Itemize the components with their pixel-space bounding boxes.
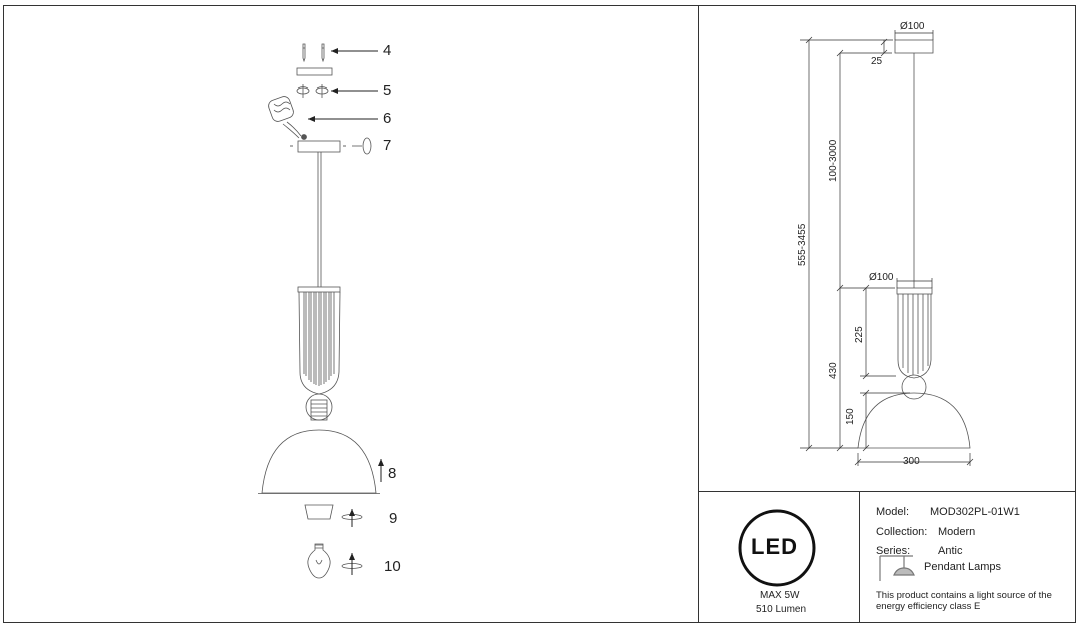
series-label: Series: bbox=[876, 545, 911, 557]
canopy-diameter-label: Ø100 bbox=[900, 21, 925, 32]
dim-shade bbox=[857, 392, 971, 449]
sheet-frame bbox=[3, 5, 1076, 623]
glass-diameter-label: Ø100 bbox=[869, 272, 894, 283]
canopy bbox=[290, 137, 372, 155]
filament-bulb bbox=[307, 543, 363, 579]
glass-height-label: 225 bbox=[854, 326, 865, 343]
callout-5: 5 bbox=[383, 82, 392, 99]
shade-height-label: 150 bbox=[845, 408, 856, 425]
exploded-assembly-drawing bbox=[258, 43, 380, 579]
series-value: Antic bbox=[938, 545, 963, 557]
mounting-screws bbox=[302, 43, 325, 63]
pendant-lamp-icon bbox=[879, 555, 915, 581]
body-height-label: 430 bbox=[828, 362, 839, 379]
canopy-height-label: 25 bbox=[871, 56, 883, 67]
energy-note-line-1: This product contains a light source of … bbox=[876, 590, 1052, 601]
led-logo-text: LED bbox=[751, 534, 798, 559]
collection-value: Modern bbox=[938, 526, 976, 538]
max-power: MAX 5W bbox=[760, 590, 800, 601]
lamp-type-value: Pendant Lamps bbox=[924, 561, 1002, 573]
dome-shade bbox=[258, 429, 380, 494]
model-value: MOD302PL-01W1 bbox=[930, 506, 1020, 518]
mounting-bracket bbox=[296, 67, 333, 98]
callout-leaders bbox=[308, 48, 384, 575]
callout-7: 7 bbox=[383, 137, 392, 154]
dim-canopy bbox=[894, 39, 934, 54]
callout-4: 4 bbox=[383, 42, 392, 59]
total-height-label: 555-3455 bbox=[797, 223, 808, 266]
socket-ring bbox=[304, 504, 363, 520]
callout-9: 9 bbox=[389, 510, 398, 527]
ribbed-glass-diffuser bbox=[297, 286, 341, 395]
dim-glass bbox=[896, 287, 933, 379]
callout-10: 10 bbox=[384, 558, 401, 575]
model-label: Model: bbox=[876, 506, 910, 518]
callout-6: 6 bbox=[383, 110, 392, 127]
energy-note-line-2: energy efficiency class E bbox=[876, 601, 981, 612]
callout-8: 8 bbox=[388, 465, 397, 482]
lumen-value: 510 Lumen bbox=[756, 604, 807, 615]
collection-label: Collection: bbox=[876, 526, 928, 538]
dimension-drawing bbox=[857, 39, 971, 449]
dimension-lines bbox=[800, 30, 974, 466]
shade-width-label: 300 bbox=[903, 456, 920, 467]
cable-length-label: 100-3000 bbox=[828, 139, 839, 182]
wire-connector bbox=[268, 96, 307, 140]
led-badge bbox=[738, 509, 816, 587]
decorative-ball bbox=[305, 393, 333, 421]
dim-ball bbox=[901, 374, 927, 400]
